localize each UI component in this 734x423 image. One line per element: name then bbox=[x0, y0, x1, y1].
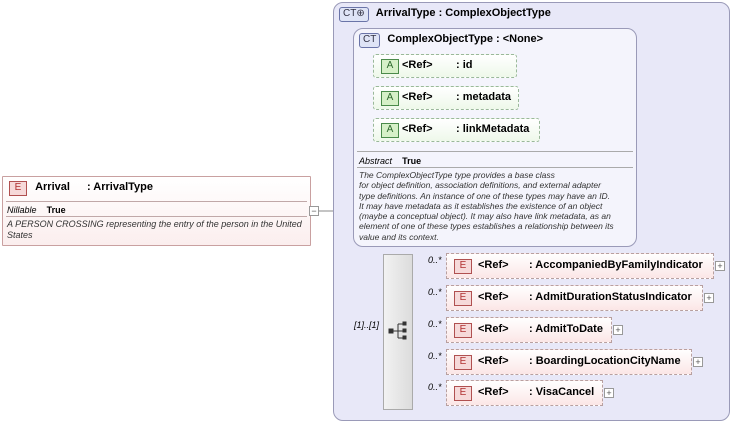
complex-object-type-title: ComplexObjectType : <None> bbox=[387, 33, 544, 45]
sequence-compositor[interactable] bbox=[383, 254, 413, 410]
expand-toggle[interactable]: + bbox=[704, 293, 714, 303]
nillable-value: True bbox=[46, 205, 66, 215]
abstract-label: Abstract bbox=[359, 156, 393, 166]
element-ref: <Ref> bbox=[478, 259, 509, 271]
divider bbox=[6, 216, 307, 217]
attribute-metadata[interactable]: A <Ref> : metadata bbox=[373, 86, 519, 110]
doc-line: value and its context. bbox=[359, 231, 439, 242]
arrival-type: : ArrivalType bbox=[86, 181, 154, 193]
element-icon: E bbox=[454, 291, 472, 306]
attribute-name: : id bbox=[456, 59, 473, 71]
divider bbox=[6, 201, 307, 202]
doc-line: The ComplexObjectType type provides a ba… bbox=[359, 170, 555, 180]
element-icon: E bbox=[9, 181, 27, 196]
arrival-element-header: E Arrival : ArrivalType bbox=[9, 181, 153, 196]
expand-toggle[interactable]: + bbox=[693, 357, 703, 367]
arrival-type-header: CT⊕ ArrivalType : ComplexObjectType bbox=[339, 7, 551, 22]
attribute-id[interactable]: A <Ref> : id bbox=[373, 54, 517, 78]
element-name: : AccompaniedByFamilyIndicator bbox=[529, 259, 703, 271]
element-admit-duration-status-indicator[interactable]: E <Ref> : AdmitDurationStatusIndicator bbox=[446, 285, 703, 311]
attribute-ref: <Ref> bbox=[402, 59, 433, 71]
element-cardinality: 0..* bbox=[428, 319, 442, 329]
doc-line: element of one of these types establishe… bbox=[359, 221, 614, 232]
expand-toggle[interactable]: + bbox=[613, 325, 623, 335]
expand-toggle[interactable]: + bbox=[715, 261, 725, 271]
element-ref: <Ref> bbox=[478, 355, 509, 367]
element-ref: <Ref> bbox=[478, 291, 509, 303]
sequence-icon bbox=[388, 321, 407, 340]
attribute-name: : metadata bbox=[456, 91, 512, 103]
abstract-value: True bbox=[402, 156, 422, 166]
element-cardinality: 0..* bbox=[428, 382, 442, 392]
element-icon: E bbox=[454, 355, 472, 370]
doc-line: type definitions. An instance of one of … bbox=[359, 190, 611, 201]
arrival-name: Arrival bbox=[35, 181, 70, 193]
element-ref: <Ref> bbox=[478, 323, 509, 335]
attribute-ref: <Ref> bbox=[402, 123, 433, 135]
collapse-toggle[interactable]: − bbox=[309, 206, 319, 216]
divider bbox=[357, 167, 633, 168]
complex-type-icon: CT bbox=[359, 33, 381, 48]
element-cardinality: 0..* bbox=[428, 351, 442, 361]
complex-object-type-header: CT ComplexObjectType : <None> bbox=[359, 33, 543, 48]
divider bbox=[357, 151, 633, 152]
element-icon: E bbox=[454, 386, 472, 401]
abstract-property: Abstract True bbox=[359, 155, 421, 167]
attribute-name: : linkMetadata bbox=[456, 123, 530, 135]
doc-line: It may have metadata as it establishes t… bbox=[359, 200, 603, 211]
element-icon: E bbox=[454, 259, 472, 274]
attribute-icon: A bbox=[381, 91, 399, 106]
arrival-element-box[interactable]: E Arrival : ArrivalType Nillable True A … bbox=[2, 176, 311, 246]
element-boarding-location-city-name[interactable]: E <Ref> : BoardingLocationCityName bbox=[446, 349, 692, 375]
element-name: : VisaCancel bbox=[529, 386, 595, 398]
element-accompanied-by-family-indicator[interactable]: E <Ref> : AccompaniedByFamilyIndicator bbox=[446, 253, 714, 279]
sequence-cardinality: [1]..[1] bbox=[354, 320, 380, 330]
element-admit-to-date[interactable]: E <Ref> : AdmitToDate bbox=[446, 317, 612, 343]
element-name: : AdmitDurationStatusIndicator bbox=[529, 291, 692, 303]
arrival-properties: Nillable True bbox=[7, 204, 66, 216]
attribute-icon: A bbox=[381, 123, 399, 138]
element-icon: E bbox=[454, 323, 472, 338]
doc-line: (maybe a conceptual object). It may also… bbox=[359, 211, 611, 222]
attribute-ref: <Ref> bbox=[402, 91, 433, 103]
element-name: : AdmitToDate bbox=[529, 323, 603, 335]
attribute-icon: A bbox=[381, 59, 399, 74]
element-cardinality: 0..* bbox=[428, 255, 442, 265]
complex-type-extension-icon: CT⊕ bbox=[339, 7, 369, 22]
arrival-type-title: ArrivalType : ComplexObjectType bbox=[375, 7, 551, 19]
arrival-documentation: A PERSON CROSSING representing the entry… bbox=[7, 219, 302, 240]
doc-line: for object definition, association defin… bbox=[359, 180, 601, 191]
element-visa-cancel[interactable]: E <Ref> : VisaCancel bbox=[446, 380, 603, 406]
element-cardinality: 0..* bbox=[428, 287, 442, 297]
element-name: : BoardingLocationCityName bbox=[529, 355, 681, 367]
complex-object-type-documentation: The ComplexObjectType type provides a ba… bbox=[359, 170, 635, 242]
expand-toggle[interactable]: + bbox=[604, 388, 614, 398]
nillable-label: Nillable bbox=[7, 205, 37, 215]
element-ref: <Ref> bbox=[478, 386, 509, 398]
attribute-link-metadata[interactable]: A <Ref> : linkMetadata bbox=[373, 118, 540, 142]
